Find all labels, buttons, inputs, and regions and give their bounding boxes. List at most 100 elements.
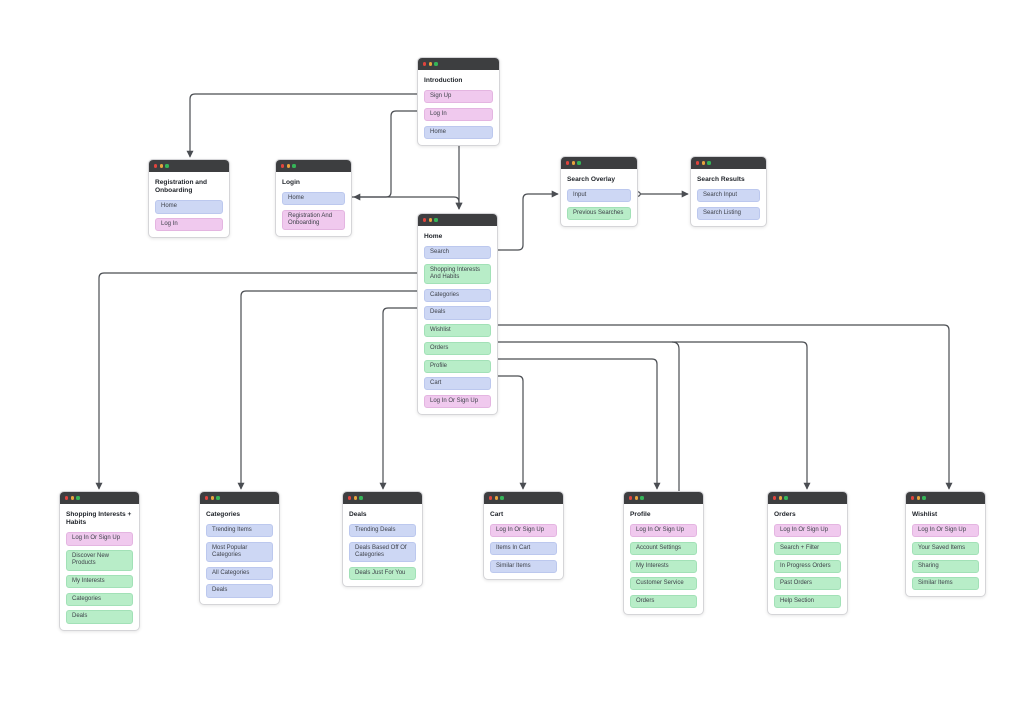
card-item-categories-3[interactable]: Deals — [206, 584, 273, 598]
card-item-cart-1[interactable]: Items In Cart — [490, 541, 557, 556]
card-item-home-4[interactable]: Wishlist — [424, 324, 491, 338]
card-item-introduction-2[interactable]: Home — [424, 125, 493, 139]
card-item-shopping-interests-habits-3[interactable]: Categories — [66, 592, 133, 606]
traffic-light-red-icon — [629, 496, 633, 500]
card-item-wishlist-1[interactable]: Your Saved Items — [912, 541, 979, 556]
card-item-home-6[interactable]: Profile — [424, 359, 491, 373]
traffic-light-green-icon — [165, 164, 169, 168]
card-item-orders-4[interactable]: Help Section — [774, 594, 841, 609]
card-item-shopping-interests-habits-4[interactable]: Deals — [66, 610, 133, 624]
traffic-light-red-icon — [696, 161, 700, 165]
card-item-categories-2[interactable]: All Categories — [206, 566, 273, 580]
card-item-shopping-interests-habits-0[interactable]: Log In Or Sign Up — [66, 532, 133, 546]
window-titlebar — [561, 157, 637, 169]
card-item-orders-3[interactable]: Past Orders — [774, 577, 841, 591]
traffic-light-red-icon — [566, 161, 570, 165]
traffic-light-red-icon — [423, 62, 427, 66]
traffic-light-green-icon — [292, 164, 296, 168]
card-item-wishlist-3[interactable]: Similar Items — [912, 577, 979, 591]
card-item-search-results-0[interactable]: Search Input — [697, 189, 760, 203]
card-title-wishlist: Wishlist — [912, 511, 938, 518]
traffic-light-green-icon — [216, 496, 220, 500]
card-item-home-3[interactable]: Deals — [424, 306, 491, 320]
edge-home-orders-to-orders — [491, 341, 811, 490]
card-title-categories: Categories — [206, 511, 241, 518]
card-item-home-0[interactable]: Search — [424, 246, 491, 260]
card-item-introduction-1[interactable]: Log In — [424, 107, 493, 122]
card-item-profile-4[interactable]: Orders — [630, 594, 697, 609]
card-item-search-overlay-0[interactable]: Input — [567, 189, 631, 203]
card-item-home-1[interactable]: Shopping Interests And Habits — [424, 263, 491, 285]
traffic-light-green-icon — [434, 218, 438, 222]
card-item-profile-2[interactable]: My Interests — [630, 559, 697, 573]
traffic-light-orange-icon — [571, 161, 575, 165]
traffic-light-orange-icon — [286, 164, 290, 168]
card-item-registration-onboarding-1[interactable]: Log In — [155, 218, 223, 232]
window-titlebar — [624, 492, 703, 504]
card-item-search-overlay-1[interactable]: Previous Searches — [567, 206, 631, 221]
card-item-cart-2[interactable]: Similar Items — [490, 559, 557, 573]
edge-home-shopping-interests-to-shopping-interests-habits — [95, 272, 423, 490]
card-item-categories-0[interactable]: Trending Items — [206, 524, 273, 538]
card-item-wishlist-2[interactable]: Sharing — [912, 559, 979, 573]
edge-home-orders-branch-to-profile — [671, 341, 683, 501]
card-item-profile-0[interactable]: Log In Or Sign Up — [630, 524, 697, 538]
card-title-registration-onboarding: Registration and Onboarding — [155, 179, 208, 195]
window-titlebar — [691, 157, 766, 169]
window-titlebar — [418, 58, 499, 70]
card-item-shopping-interests-habits-1[interactable]: Discover New Products — [66, 550, 133, 571]
card-item-orders-0[interactable]: Log In Or Sign Up — [774, 524, 841, 538]
card-item-home-2[interactable]: Categories — [424, 288, 491, 302]
card-item-orders-2[interactable]: In Progress Orders — [774, 559, 841, 573]
traffic-light-orange-icon — [701, 161, 705, 165]
card-item-login-0[interactable]: Home — [282, 192, 345, 206]
edge-home-search-to-search-overlay — [491, 190, 559, 251]
traffic-light-orange-icon — [428, 218, 432, 222]
card-item-introduction-0[interactable]: Sign Up — [424, 90, 493, 104]
card-item-home-8[interactable]: Log In Or Sign Up — [424, 394, 491, 409]
card-item-deals-2[interactable]: Deals Just For You — [349, 566, 416, 580]
window-titlebar — [343, 492, 422, 504]
card-item-deals-1[interactable]: Deals Based Off Of Categories — [349, 541, 416, 563]
card-title-home: Home — [424, 233, 443, 240]
card-item-search-results-1[interactable]: Search Listing — [697, 206, 760, 221]
traffic-light-red-icon — [773, 496, 777, 500]
card-item-wishlist-0[interactable]: Log In Or Sign Up — [912, 524, 979, 538]
card-item-home-7[interactable]: Cart — [424, 377, 491, 391]
card-title-search-results: Search Results — [697, 176, 745, 183]
traffic-light-orange-icon — [428, 62, 432, 66]
card-item-shopping-interests-habits-2[interactable]: My Interests — [66, 575, 133, 589]
card-item-registration-onboarding-0[interactable]: Home — [155, 200, 223, 214]
card-item-login-1[interactable]: Registration And Onboarding — [282, 209, 345, 231]
card-title-cart: Cart — [490, 511, 504, 518]
card-title-login: Login — [282, 179, 300, 186]
card-item-orders-1[interactable]: Search + Filter — [774, 541, 841, 556]
card-item-profile-1[interactable]: Account Settings — [630, 541, 697, 556]
window-titlebar — [418, 214, 497, 226]
card-item-home-5[interactable]: Orders — [424, 341, 491, 356]
card-item-deals-0[interactable]: Trending Deals — [349, 524, 416, 538]
card-item-cart-0[interactable]: Log In Or Sign Up — [490, 524, 557, 538]
card-item-profile-3[interactable]: Customer Service — [630, 577, 697, 591]
card-item-categories-1[interactable]: Most Popular Categories — [206, 541, 273, 563]
